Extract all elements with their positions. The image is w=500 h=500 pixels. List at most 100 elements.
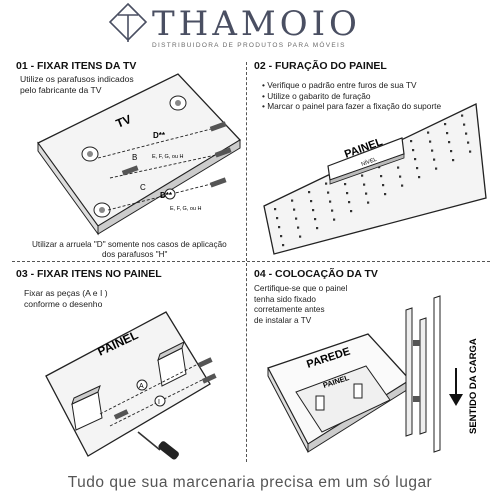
drill-hole <box>293 208 296 211</box>
item-a-label: A <box>139 383 144 390</box>
drill-hole <box>380 175 383 178</box>
step-1-title: 01 - FIXAR ITENS DA TV <box>16 60 137 72</box>
drill-hole <box>418 176 421 179</box>
standoff-bottom <box>93 202 111 218</box>
screws-top-label: E, F, G, ou H <box>152 154 184 160</box>
drill-hole <box>350 210 353 213</box>
step-4-panel: 04 - COLOCAÇÃO DA TV Certifique-se que o… <box>250 264 490 464</box>
item-i-marker <box>154 395 166 407</box>
side-view-tv <box>433 295 441 453</box>
step-4-instruction-line: de instalar a TV <box>254 315 312 325</box>
step-2-panel: 02 - FURAÇÃO DO PAINEL Verifique o padrã… <box>250 58 490 260</box>
load-direction-arrow-icon <box>449 368 463 406</box>
drill-hole <box>399 175 402 178</box>
drill-hole <box>427 131 430 134</box>
panel-on-wall <box>295 365 391 433</box>
side-view-wall <box>405 307 413 437</box>
bracket <box>353 383 363 399</box>
step-4-diagram: PAREDE PAINEL SENTIDO DA CARGA <box>267 295 479 453</box>
drill-hole <box>410 140 413 143</box>
drill-hole <box>274 208 277 211</box>
horizontal-divider <box>12 261 490 262</box>
tv-label: TV <box>114 112 133 131</box>
drill-hole <box>450 150 453 153</box>
step-1-instruction-line: Utilize os parafusos indicados <box>20 74 134 84</box>
footer-tagline: Tudo que sua marcenaria precisa em um só… <box>67 474 433 491</box>
step-1-footnote: Utilizar a arruela "D" somente nos casos… <box>32 240 227 259</box>
drill-hole <box>429 140 432 143</box>
drill-hole <box>452 159 455 162</box>
drill-hole <box>448 141 451 144</box>
screwdriver-icon <box>137 431 179 460</box>
drill-hole <box>316 227 319 230</box>
step-2-diagram: PAINEL NÍVEL <box>263 103 487 255</box>
brand-subtitle: DISTRIBUIDORA DE PRODUTOS PARA MÓVEIS <box>152 42 346 49</box>
drill-hole <box>291 199 294 202</box>
drill-hole <box>295 217 298 220</box>
drill-hole <box>384 193 387 196</box>
bracket <box>315 395 325 411</box>
drill-hole <box>433 158 436 161</box>
screw-icon <box>113 409 129 420</box>
circle-marker <box>164 188 176 200</box>
drill-hole <box>463 123 466 126</box>
drill-hole <box>276 217 279 220</box>
drill-hole <box>435 167 438 170</box>
screws-bottom-label: E, F, G, ou H <box>170 206 202 212</box>
drill-hole <box>314 218 317 221</box>
panel-surface <box>263 103 487 255</box>
drill-hole <box>299 235 302 238</box>
screw-icon <box>214 147 232 158</box>
step-3-instruction-line: Fixar as peças (A e I ) <box>24 288 108 298</box>
drill-hole <box>367 201 370 204</box>
drill-hole <box>397 166 400 169</box>
step-4-instruction-line: tenha sido fixado <box>254 294 316 304</box>
step-4-instruction-line: corretamente antes <box>254 305 325 314</box>
screw-icon <box>209 177 227 188</box>
drill-hole <box>416 167 419 170</box>
step-4-instructions: Certifique-se que o painel tenha sido fi… <box>254 284 347 326</box>
step-3-panel: 03 - FIXAR ITENS NO PAINEL Fixar as peça… <box>10 264 244 464</box>
drill-hole <box>446 132 449 135</box>
drill-hole <box>344 183 347 186</box>
step-2-title: 02 - FURAÇÃO DO PAINEL <box>254 60 387 72</box>
guide-line <box>107 182 216 211</box>
drill-hole <box>467 141 470 144</box>
drill-hole <box>329 200 332 203</box>
drill-hole <box>365 192 368 195</box>
screw-icon <box>209 121 227 132</box>
drill-hole <box>333 218 336 221</box>
item-b-label: B <box>132 153 137 162</box>
step-2-bullet: Marcar o painel para fazer a fixação do … <box>262 101 441 112</box>
bracket-right <box>157 341 187 387</box>
drill-hole <box>297 226 300 229</box>
brand-header: THAMOIO DISTRIBUIDORA DE PRODUTOS PARA M… <box>0 0 500 52</box>
side-view-bracket <box>413 340 420 346</box>
drill-hole <box>382 184 385 187</box>
step-1-footnote-line: Utilizar a arruela "D" somente nos casos… <box>32 240 227 249</box>
side-view-bracket <box>413 396 420 402</box>
step-1-instructions: Utilize os parafusos indicados pelo fabr… <box>20 74 134 95</box>
standoff-top-left <box>81 146 99 162</box>
drill-hole <box>431 149 434 152</box>
load-direction-label: SENTIDO DA CARGA <box>468 338 479 434</box>
drill-hole <box>348 201 351 204</box>
drill-hole <box>363 183 366 186</box>
step-1-panel: 01 - FIXAR ITENS DA TV Utilize os parafu… <box>10 58 244 260</box>
drill-hole <box>278 226 281 229</box>
drill-hole <box>412 149 415 152</box>
step-1-instruction-line: pelo fabricante da TV <box>20 84 102 95</box>
level-tool-edge <box>329 153 405 185</box>
item-a-marker <box>136 379 148 391</box>
drill-hole <box>308 191 311 194</box>
drill-hole <box>414 158 417 161</box>
drill-hole <box>282 244 285 247</box>
drill-hole <box>444 123 447 126</box>
drill-hole <box>361 174 364 177</box>
step-3-title: 03 - FIXAR ITENS NO PAINEL <box>16 268 162 280</box>
step-1-footnote-line: dos parafusos "H" <box>102 249 168 259</box>
brand-name: THAMOIO <box>152 4 361 44</box>
brand-logo-icon <box>108 2 148 42</box>
drill-hole <box>327 191 330 194</box>
drill-hole <box>469 150 472 153</box>
